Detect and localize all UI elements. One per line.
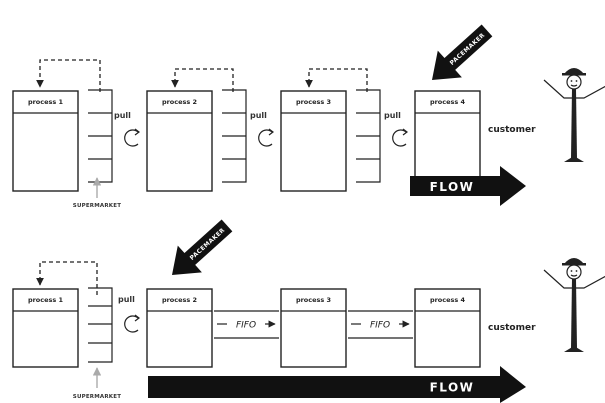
- top-process-3: process 3: [281, 91, 346, 191]
- top-pull-icon-3: [393, 129, 407, 146]
- top-pull-label-2: pull: [250, 111, 267, 120]
- top-process-1: process 1: [13, 91, 78, 191]
- bottom-customer-figure: [544, 258, 605, 352]
- bottom-process-2: process 2: [147, 289, 212, 367]
- bottom-pull-label: pull: [118, 295, 135, 304]
- top-supermarket-label: SUPERMARKET: [73, 203, 121, 209]
- top-flow-label: FLOW: [430, 180, 475, 194]
- bottom-diagram: process 1 process 2 process 3 process 4: [13, 212, 605, 403]
- bottom-process-2-label: process 2: [162, 296, 197, 304]
- top-process-3-label: process 3: [296, 98, 331, 106]
- bottom-customer-label: customer: [488, 323, 536, 333]
- top-pull-icon-1: [125, 129, 139, 146]
- top-customer-figure: [544, 68, 605, 162]
- bottom-process-4-label: process 4: [430, 296, 466, 304]
- bottom-flow-label: FLOW: [430, 381, 475, 395]
- top-supermarket-2: [222, 90, 246, 182]
- bottom-process-1-label: process 1: [28, 296, 64, 304]
- bottom-process-4: process 4: [415, 289, 480, 367]
- top-pull-label-1: pull: [114, 111, 131, 120]
- top-pull-label-3: pull: [384, 111, 401, 120]
- top-kanban-loop-3: [309, 69, 367, 92]
- fifo-label-2: FIFO: [370, 321, 390, 331]
- bottom-process-3-label: process 3: [296, 296, 331, 304]
- top-process-1-label: process 1: [28, 98, 64, 106]
- top-process-2-label: process 2: [162, 98, 197, 106]
- top-diagram: process 1 process 2 process 3 process 4: [13, 17, 605, 209]
- top-process-2: process 2: [147, 91, 212, 191]
- top-process-4-label: process 4: [430, 98, 466, 106]
- fifo-lane-2: FIFO: [348, 311, 413, 338]
- top-kanban-loop-1: [40, 60, 100, 92]
- bottom-process-3: process 3: [281, 289, 346, 367]
- bottom-supermarket-label: SUPERMARKET: [73, 394, 121, 400]
- top-customer-label: customer: [488, 125, 536, 135]
- bottom-supermarket: [88, 288, 112, 362]
- bottom-pacemaker-arrow: PACEMAKER: [160, 212, 239, 288]
- top-pull-icon-2: [259, 129, 273, 146]
- top-supermarket-1: [88, 90, 112, 182]
- top-pacemaker-arrow: PACEMAKER: [420, 17, 499, 93]
- top-supermarket-3: [356, 90, 380, 182]
- fifo-lane-1: FIFO: [214, 311, 279, 338]
- bottom-flow-arrow: FLOW: [148, 366, 526, 403]
- bottom-process-1: process 1: [13, 289, 78, 367]
- top-kanban-loop-2: [175, 69, 233, 92]
- fifo-label-1: FIFO: [236, 321, 256, 331]
- bottom-pull-icon: [125, 315, 139, 332]
